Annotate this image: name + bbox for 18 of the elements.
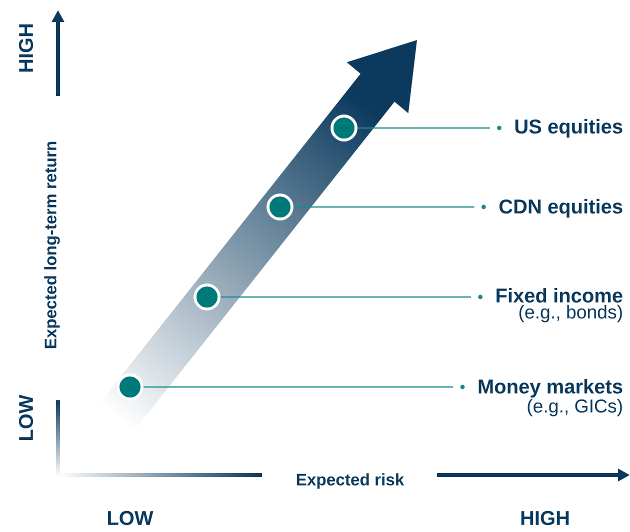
marker-dot [266, 194, 294, 220]
category-label: CDN equities [499, 198, 622, 218]
marker-dot [194, 284, 220, 310]
axis-label: LOW [18, 394, 34, 440]
leader-line [357, 127, 490, 129]
marker-dot [330, 114, 358, 142]
axis-label: HIGH [521, 510, 569, 526]
axis-label: HIGH [18, 24, 34, 72]
leader-line [293, 206, 474, 208]
category-label: Fixed income (e.g., bonds) [496, 288, 622, 322]
category-label: US equities [515, 118, 622, 138]
marker-dot [116, 374, 144, 400]
category-label: Money markets (e.g., GICs) [478, 378, 622, 416]
axis-label: LOW [108, 510, 154, 526]
axis-title: Expected risk [296, 473, 404, 489]
leader-line [220, 296, 471, 298]
leader-line [143, 386, 454, 388]
axis-title: Expected long-term return [44, 142, 60, 348]
